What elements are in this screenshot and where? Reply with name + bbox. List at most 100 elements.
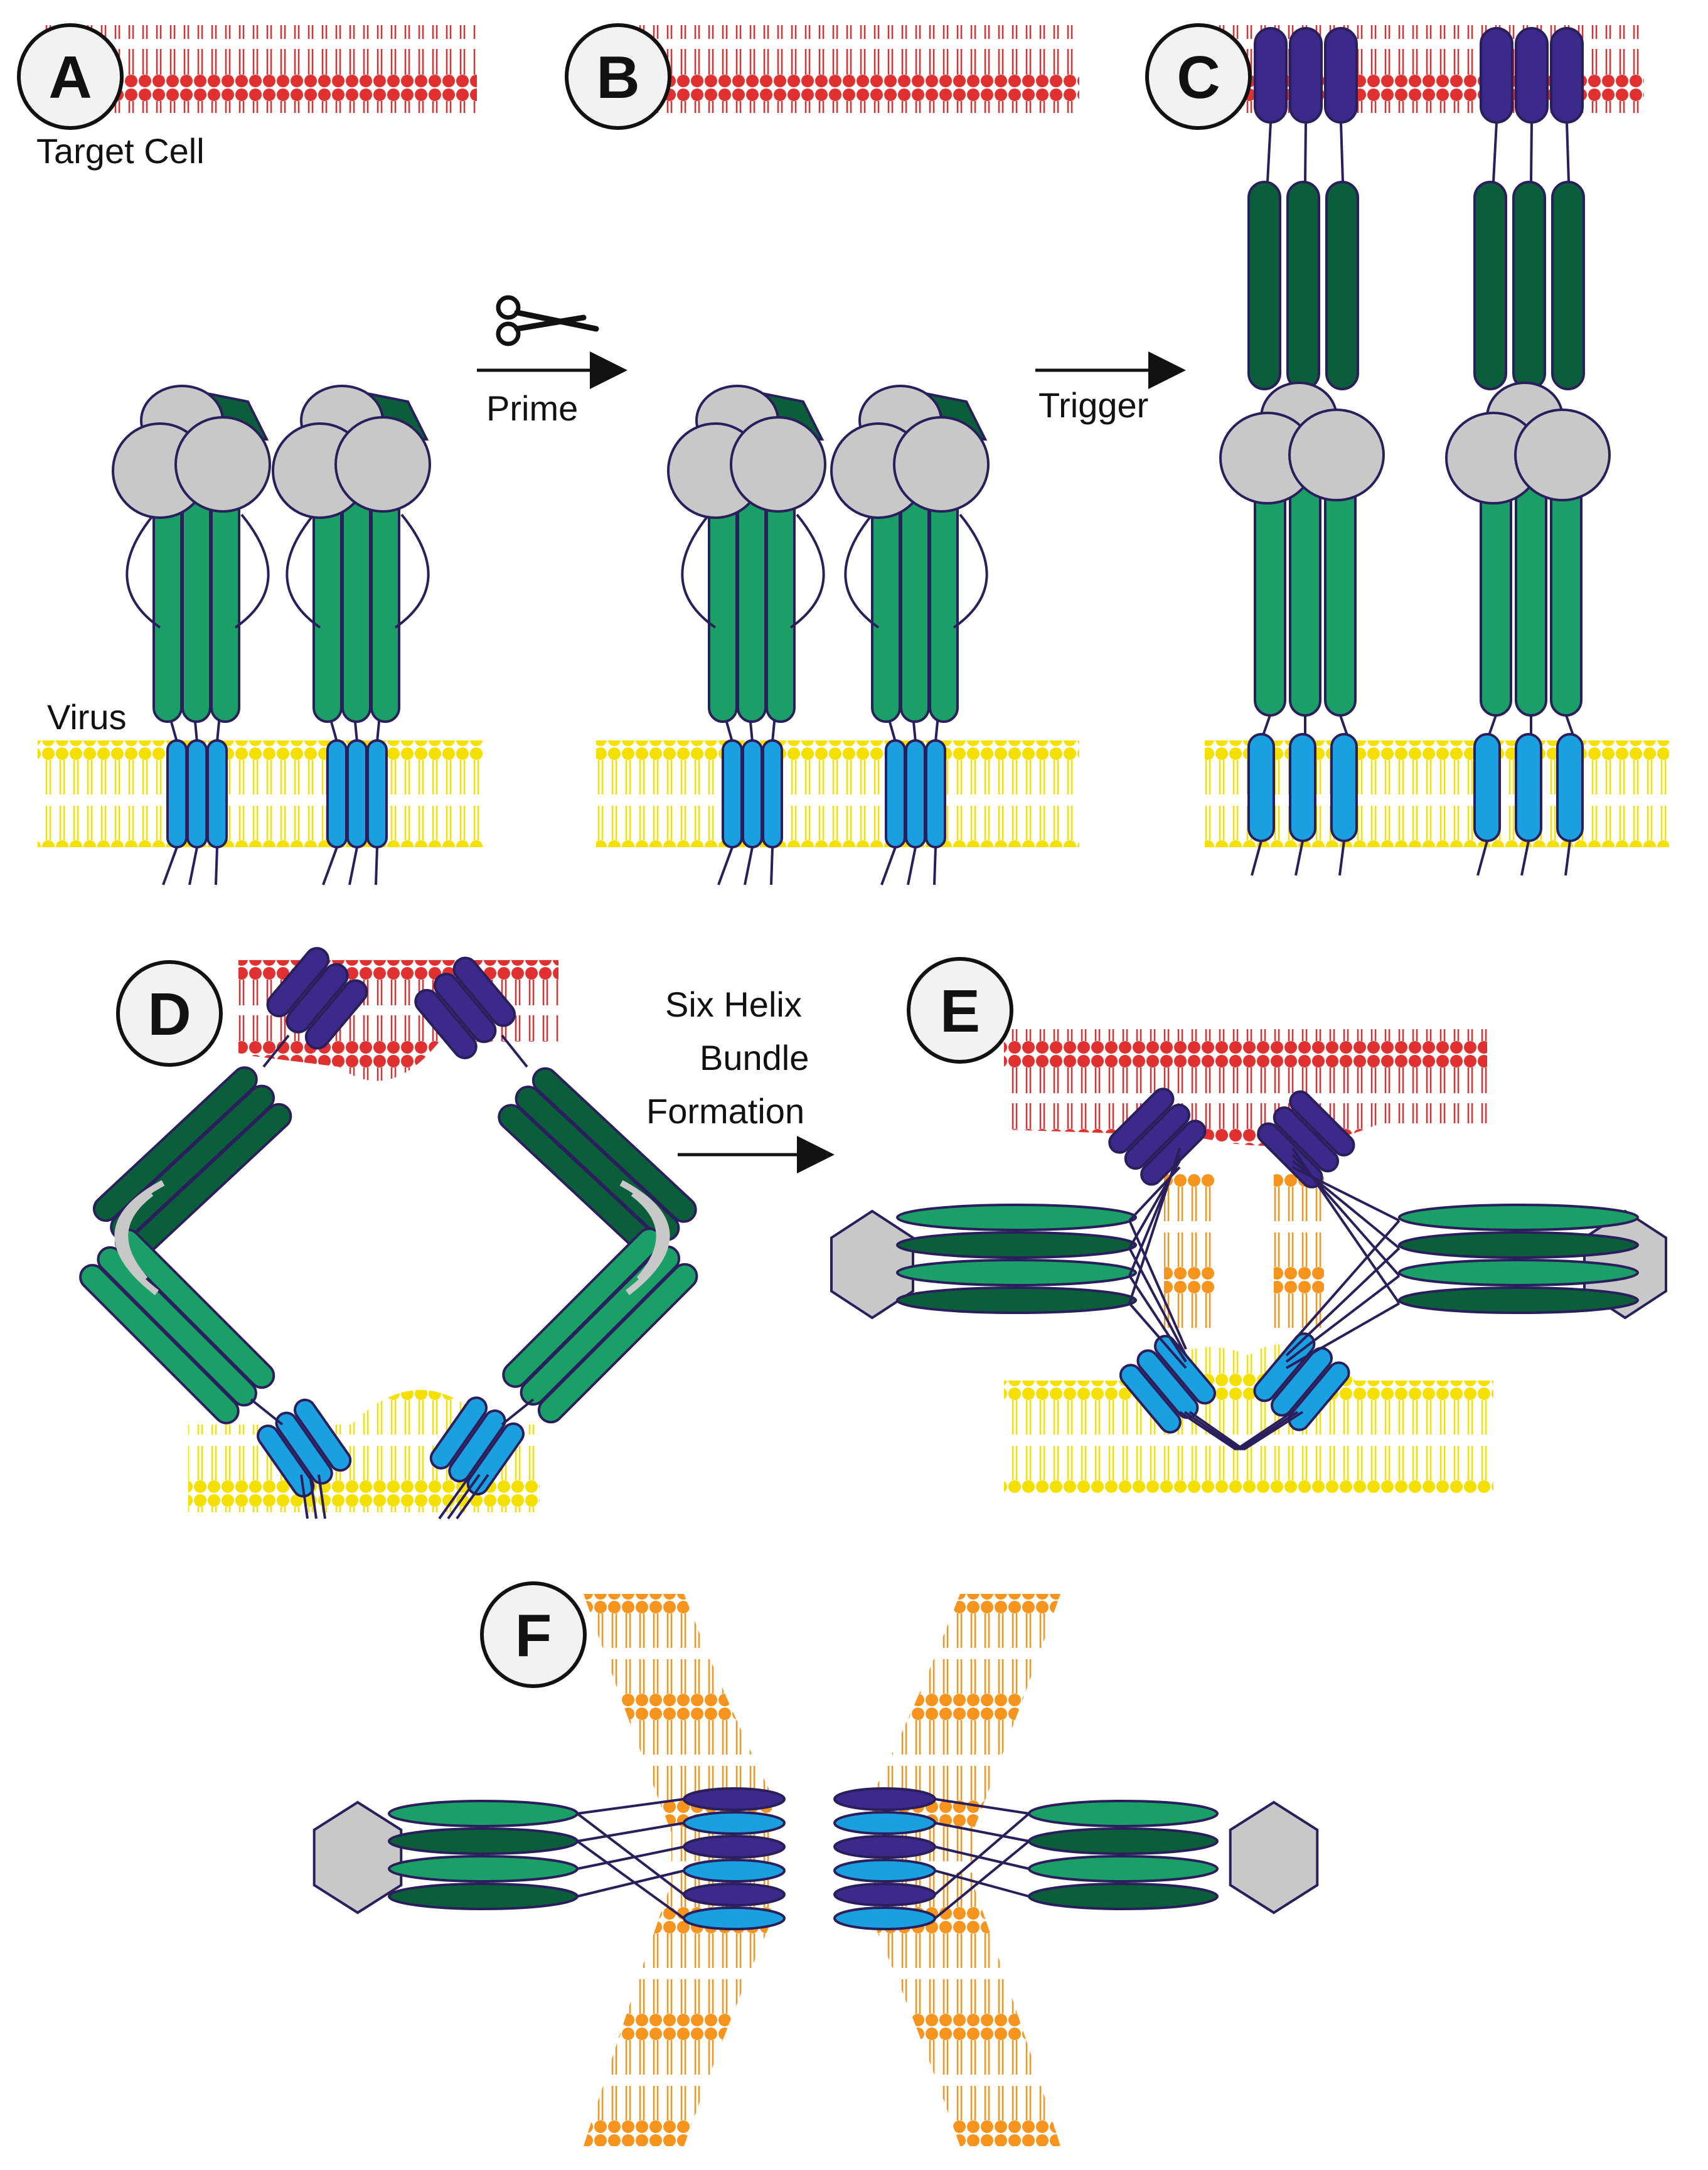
tm-helix-e xyxy=(1119,1364,1182,1434)
hr2-helix-d xyxy=(537,1263,698,1424)
loop-a2 xyxy=(286,513,321,629)
six-helix-bundle-f xyxy=(388,1827,579,1855)
cytoplasmic-tail-c2 xyxy=(1520,840,1530,876)
head-domain-c2 xyxy=(1514,409,1611,501)
hr2-helix-c1 xyxy=(1324,463,1357,717)
linker-e xyxy=(1128,1220,1187,1350)
virus-membrane-e xyxy=(1004,1344,1493,1494)
fusion-peptide-e xyxy=(1108,1088,1175,1154)
svg-text:F: F xyxy=(515,1602,552,1669)
cytoplasmic-tail-a2 xyxy=(322,847,338,885)
cytoplasmic-tail-e xyxy=(1188,1411,1245,1451)
cytoplasmic-tail-d xyxy=(309,1474,318,1519)
panel-badge-b: B xyxy=(565,23,671,130)
linker-c2 xyxy=(1566,122,1570,183)
fusion-pore-left xyxy=(584,1594,772,2146)
tm-helix-c2 xyxy=(1515,733,1542,842)
post-fusion-helix-f xyxy=(833,1906,936,1930)
post-fusion-helix-f xyxy=(683,1811,786,1835)
tm-helix-a1 xyxy=(166,739,188,848)
tm-helix-d xyxy=(466,1422,525,1495)
linker-f xyxy=(576,1812,685,1896)
cytoplasmic-tail-e xyxy=(1239,1411,1299,1451)
target-cell-label: Target Cell xyxy=(36,131,205,171)
tm-helix-b2 xyxy=(885,739,906,848)
linker-e xyxy=(1285,1247,1401,1357)
linker-f xyxy=(577,1798,685,1815)
linker-c1 xyxy=(1266,122,1272,183)
stalk-helix-b2 xyxy=(871,488,901,723)
virus-membrane-b xyxy=(596,740,1079,847)
cytoplasmic-tail-a1 xyxy=(215,847,218,885)
linker-c1 xyxy=(1304,122,1307,183)
linker-f xyxy=(577,1846,685,1870)
linker-f xyxy=(934,1822,1030,1842)
hr2-helix-d xyxy=(520,1245,681,1406)
prime-label: Prime xyxy=(486,388,578,428)
linker-d xyxy=(501,1398,535,1426)
cytoplasmic-tail-b1 xyxy=(770,847,774,885)
stalk-helix-a2 xyxy=(312,488,343,723)
six-helix-bundle-e xyxy=(896,1259,1137,1286)
six-helix-bundle-f xyxy=(1028,1883,1219,1910)
stalk-helix-a1 xyxy=(181,488,211,723)
text-labels: Target Cell Virus Prime Trigger Six Heli… xyxy=(36,131,1148,1131)
tm-helix-b1 xyxy=(742,739,763,848)
fusion-peptide-d xyxy=(433,973,497,1044)
cytoplasmic-tail-a2 xyxy=(348,847,358,885)
six-helix-bundle-f xyxy=(1028,1827,1219,1855)
six-helix-bundle-e xyxy=(896,1286,1137,1314)
svg-text:B: B xyxy=(596,44,639,111)
linker-f xyxy=(934,1812,1030,1896)
hr1-helix-d xyxy=(531,1067,697,1223)
svg-text:A: A xyxy=(48,44,92,111)
fusion-peptide-d xyxy=(452,956,516,1027)
panel-badge-a: A xyxy=(17,23,124,130)
virus-membrane-d xyxy=(188,1390,540,1512)
hemifusion-left-e xyxy=(1164,1173,1214,1330)
fusion-peptide-d xyxy=(266,947,330,1018)
cytoplasmic-tail-e xyxy=(1178,1411,1237,1451)
hr2-helix-d xyxy=(97,1246,257,1407)
post-fusion-helix-f xyxy=(683,1906,786,1930)
fusion-pore-right xyxy=(872,1594,1060,2146)
cytoplasmic-tail-d xyxy=(438,1473,472,1520)
cytoplasmic-tail-c1 xyxy=(1338,840,1345,876)
hr1-helix-c2 xyxy=(1551,181,1585,390)
post-fusion-helix-f xyxy=(683,1787,786,1811)
tm-helix-d xyxy=(257,1424,315,1498)
hr1-helix-c1 xyxy=(1325,181,1359,390)
post-fusion-helix-f xyxy=(833,1883,936,1906)
linker-f xyxy=(576,1840,685,1920)
stalk-helix-b2 xyxy=(929,488,959,723)
fusion-peptide-c2 xyxy=(1480,27,1513,124)
loop-b2 xyxy=(953,513,988,629)
hr2-helix-c2 xyxy=(1515,463,1547,717)
post-fusion-helix-f xyxy=(833,1859,936,1883)
stalk-helix-a1 xyxy=(210,488,240,723)
hr1-helix-c2 xyxy=(1473,181,1507,390)
cytoplasmic-tail-c1 xyxy=(1294,840,1304,876)
post-fusion-helix-f xyxy=(683,1859,786,1883)
trigger-label: Trigger xyxy=(1038,385,1148,425)
cytoplasmic-tail-d xyxy=(456,1473,489,1520)
head-domain-f xyxy=(1229,1800,1319,1915)
stalk-helix-a2 xyxy=(370,488,400,723)
loop-b1 xyxy=(789,513,825,629)
linker-f xyxy=(577,1822,685,1842)
fusion-peptide-e xyxy=(1273,1106,1340,1173)
tm-helix-b2 xyxy=(905,739,926,848)
linker-e xyxy=(1291,1147,1401,1305)
cytoplasmic-tail-d xyxy=(300,1474,309,1519)
post-fusion-helix-f xyxy=(833,1811,936,1835)
cytoplasmic-tail-b2 xyxy=(933,847,937,885)
linker-c1 xyxy=(1340,122,1344,183)
fusion-peptide-d xyxy=(304,979,368,1050)
svg-text:D: D xyxy=(147,981,191,1048)
linker-c2 xyxy=(1530,122,1533,183)
post-fusion-helix-f xyxy=(833,1835,936,1859)
cytoplasmic-tail-d xyxy=(447,1473,481,1520)
cytoplasmic-tail-e xyxy=(1242,1411,1304,1451)
